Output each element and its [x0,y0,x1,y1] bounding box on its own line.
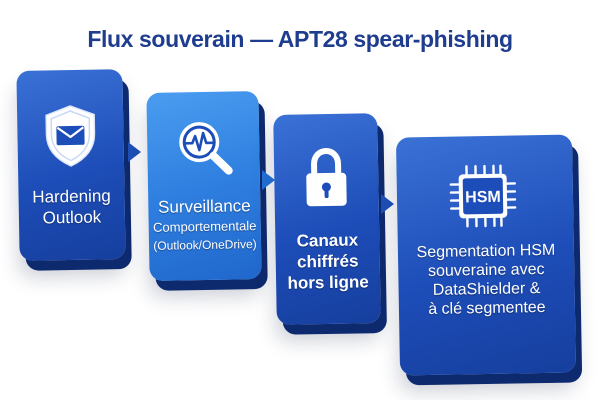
flow-arrow [262,170,275,190]
step-label: Hardening Outlook [18,185,125,229]
step-card-hardening-outlook: Hardening Outlook [16,69,126,261]
step-card-segmentation-hsm: HSM Segmentation HSM souveraine avec Dat… [395,134,577,376]
hsm-chip-label: HSM [465,189,501,207]
step-label-line: Outlook [42,207,102,228]
step-label: Canaux chiffrés hors ligne [275,229,380,294]
step-label-line: Hardening [32,186,111,207]
flow-arrow [381,194,394,214]
step-label-line: Canaux [296,230,359,251]
step-label: Segmentation HSM souveraine avec DataShi… [398,240,575,319]
step-card-surveillance: Surveillance Comportementale (Outlook/On… [146,91,262,281]
shield-envelope-icon [45,105,96,167]
diagram-title: Flux souverain — APT28 spear-phishing [87,26,513,52]
magnifier-pulse-icon [179,122,233,175]
padlock-icon [306,148,347,207]
step-label-line: hors ligne [287,272,369,293]
step-label-line: (Outlook/OneDrive) [153,237,257,253]
step-label-line: chiffrés [296,251,359,272]
hsm-chip-icon: HSM [449,164,517,228]
step-label-line: Comportementale [152,218,257,235]
flow-arrow [128,142,141,162]
step-label-line: Segmentation HSM [416,241,556,262]
step-label: Surveillance Comportementale (Outlook/On… [148,195,261,256]
step-card-canaux-chiffres: Canaux chiffrés hors ligne [273,113,381,325]
step-label-line: à clé segmentee [428,298,546,319]
step-label-line: Surveillance [157,196,251,217]
